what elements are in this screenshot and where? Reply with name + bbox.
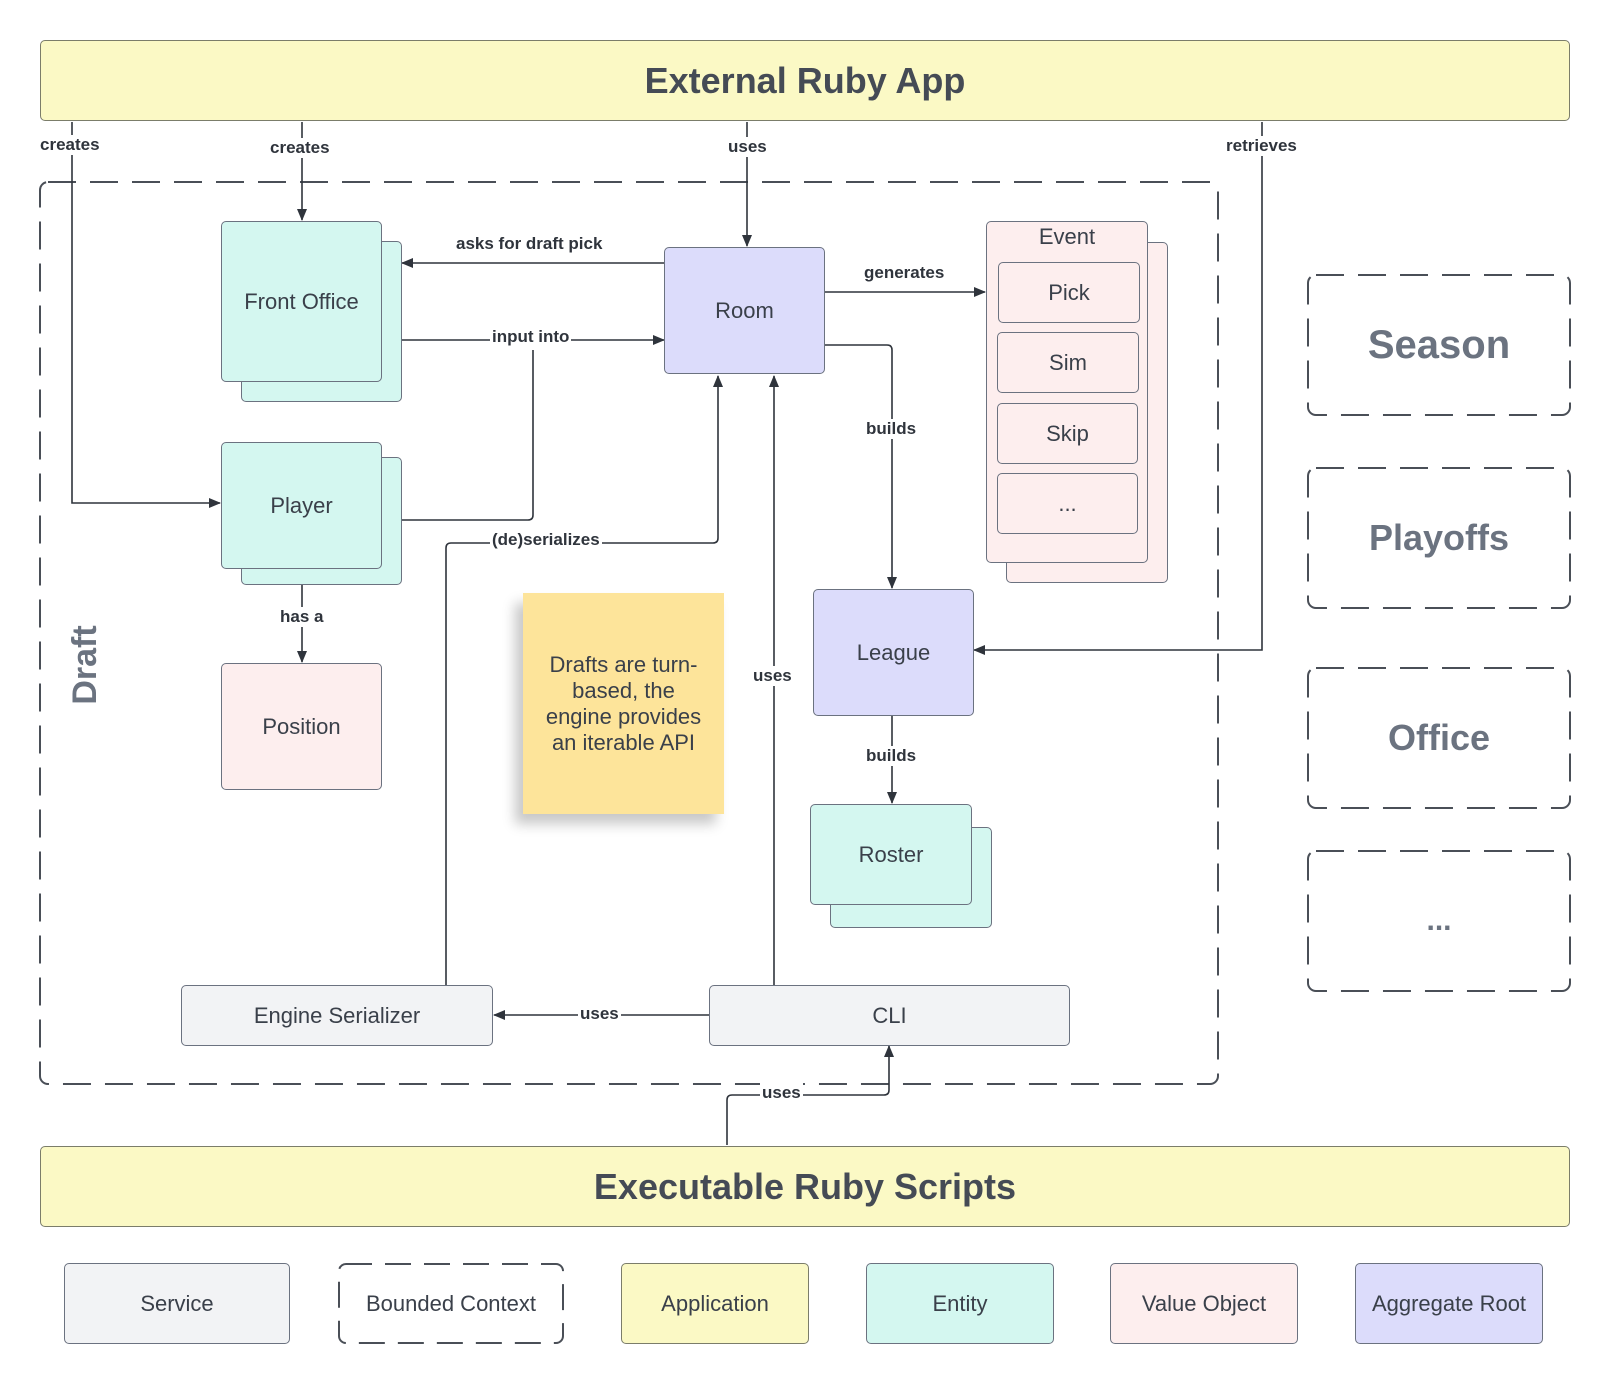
event-item-more: ... (997, 473, 1138, 534)
edge-player-input (402, 350, 534, 521)
draft-context-border (39, 181, 1219, 1085)
edge-retrieves-league (973, 122, 1263, 655)
room-node: Room (664, 247, 825, 374)
label-creates-player: creates (38, 135, 102, 155)
event-item-skip: Skip (997, 403, 1138, 464)
label-builds-league: builds (864, 419, 919, 439)
more-context-border (1307, 850, 1571, 992)
season-context-border (1307, 274, 1571, 416)
label-generates: generates (862, 263, 947, 283)
legend-service: Service (64, 1263, 290, 1344)
legend-value-object: Value Object (1110, 1263, 1298, 1344)
engine-serializer-node: Engine Serializer (181, 985, 493, 1046)
office-context-title: Office (1387, 717, 1491, 758)
legend-bounded-context-border (338, 1263, 564, 1344)
label-creates-front-office: creates (268, 138, 332, 158)
label-uses-serializer: uses (578, 1004, 621, 1024)
league-node: League (813, 589, 974, 716)
roster-node: Roster (810, 804, 972, 905)
executable-ruby-scripts: Executable Ruby Scripts (40, 1146, 1570, 1227)
label-uses-cli-room: uses (751, 666, 794, 686)
draft-context-title: Draft (65, 625, 104, 705)
legend-aggregate-root: Aggregate Root (1355, 1263, 1543, 1344)
edge-creates-player (71, 122, 221, 508)
label-retrieves: retrieves (1224, 136, 1299, 156)
edge-uses-cli (726, 1045, 894, 1145)
label-builds-roster: builds (864, 746, 919, 766)
legend-bounded-context-label: Bounded Context (365, 1290, 537, 1316)
playoffs-context-border (1307, 467, 1571, 609)
legend-entity: Entity (866, 1263, 1054, 1344)
executable-ruby-scripts-label: Executable Ruby Scripts (593, 1165, 1017, 1207)
label-uses-room: uses (726, 137, 769, 157)
label-has-a: has a (278, 607, 326, 627)
label-input-into: input into (490, 327, 572, 347)
playoffs-context-title: Playoffs (1368, 517, 1510, 558)
label-uses-cli: uses (760, 1083, 803, 1103)
season-context-title: Season (1367, 322, 1511, 367)
player-node: Player (221, 442, 382, 569)
label-deserializes: (de)serializes (490, 530, 602, 550)
position-node: Position (221, 663, 382, 790)
external-ruby-app-label: External Ruby App (644, 59, 966, 101)
office-context-border (1307, 667, 1571, 809)
legend-application: Application (621, 1263, 809, 1344)
cli-node: CLI (709, 985, 1070, 1046)
edge-builds-league (825, 344, 897, 589)
external-ruby-app: External Ruby App (40, 40, 1570, 121)
event-item-pick: Pick (998, 262, 1140, 323)
more-context-title: ... (1426, 904, 1452, 937)
front-office-node: Front Office (221, 221, 382, 382)
legend-bounded-context: Bounded Context (338, 1263, 564, 1344)
sticky-note: Drafts are turn-based, the engine provid… (523, 593, 724, 814)
label-asks-for-draft-pick: asks for draft pick (454, 234, 605, 254)
event-item-sim: Sim (997, 332, 1139, 393)
